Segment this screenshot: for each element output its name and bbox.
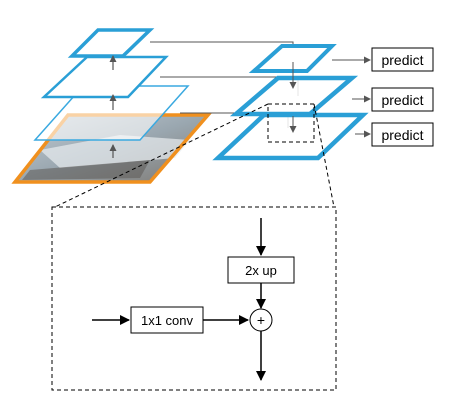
merged-layer-p2 xyxy=(212,112,369,161)
zoom-region xyxy=(51,103,337,391)
top-down-pyramid xyxy=(212,44,369,161)
bottom-up-pyramid xyxy=(11,28,212,184)
feature-layer-c4 xyxy=(67,28,155,58)
predict-label-bottom: predict xyxy=(381,127,423,143)
predict-label-mid: predict xyxy=(381,92,423,108)
predict-label-top: predict xyxy=(381,52,423,68)
zoom-source-box xyxy=(267,103,315,143)
merge-block-detail: 2x up 1x1 conv + xyxy=(92,218,295,381)
upsample-label: 2x up xyxy=(245,263,277,278)
sum-symbol: + xyxy=(257,312,265,328)
predict-box-mid: predict xyxy=(371,87,434,112)
feature-layer-c2 xyxy=(33,85,190,141)
zoom-detail-frame xyxy=(51,206,337,391)
feature-layer-c3 xyxy=(40,55,169,99)
predict-box-top: predict xyxy=(371,47,434,72)
lateral-conv-box: 1x1 conv xyxy=(130,306,204,334)
predict-box-bottom: predict xyxy=(371,122,434,147)
upsample-box: 2x up xyxy=(227,256,295,284)
lateral-conv-label: 1x1 conv xyxy=(141,313,194,328)
merged-layer-p4 xyxy=(248,44,337,73)
predict-outputs: predict predict predict xyxy=(332,47,434,147)
elementwise-sum-node: + xyxy=(249,308,273,332)
merged-layer-p3 xyxy=(229,75,359,117)
